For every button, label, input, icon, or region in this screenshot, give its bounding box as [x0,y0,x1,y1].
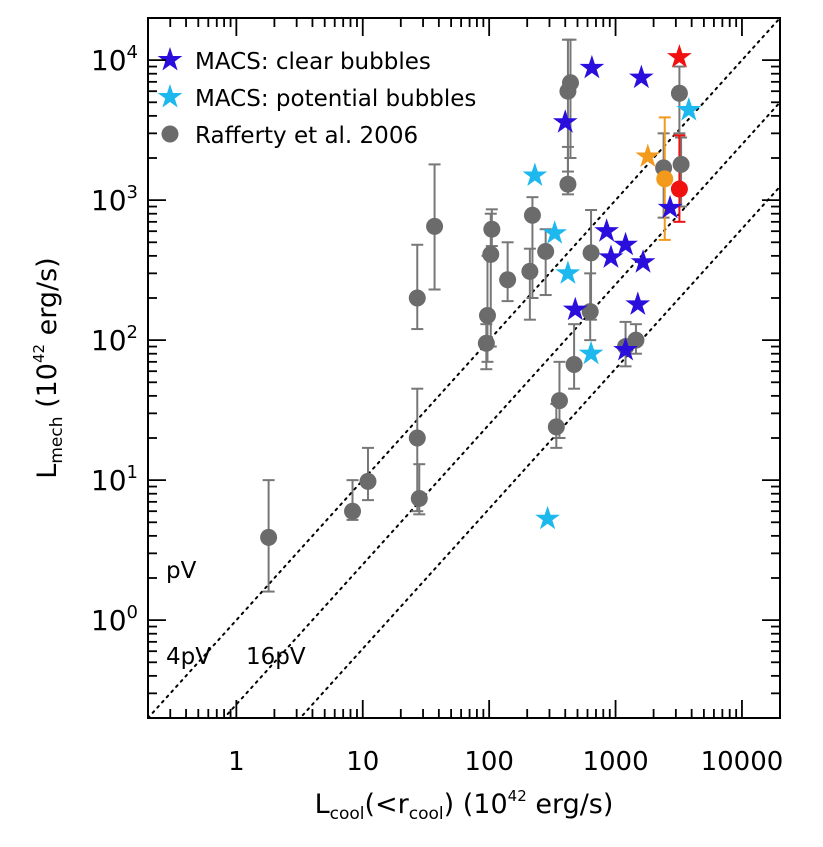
data-point-star [676,97,702,121]
data-point-star [522,162,548,187]
data-point-circle [499,271,517,289]
data-point-circle [260,528,278,546]
y-tick-exponent: 0 [127,602,138,623]
data-points [260,44,702,546]
plot-frame [147,17,781,719]
legend-marker-star [157,84,183,108]
y-tick-base: 10 [91,44,127,77]
data-point-circle [483,220,501,238]
data-point-star [630,249,656,273]
data-point-circle [537,242,555,260]
data-point-circle [565,355,583,373]
reference-line-labels: pV 4pV 16pV [166,558,306,670]
data-point-star [535,505,560,530]
data-point-circle [561,74,579,92]
y-tick-base: 10 [91,464,127,497]
ref-label-4pv: 4pV [166,644,211,670]
x-tick-label: 1000 [582,747,648,777]
ref-label-16pv: 16pV [246,644,306,670]
y-tick-base: 10 [91,184,127,217]
data-point-circle [477,334,495,352]
x-tick-labels: 1 10 100 1000 10000 [228,747,783,777]
data-point-star [598,244,624,268]
data-point-star [555,260,581,284]
y-tick-exponent: 1 [127,462,138,483]
data-point-circle [482,245,500,263]
data-point-star [628,64,654,89]
x-tick-label: 10000 [701,747,784,777]
axis-ticks [147,17,781,719]
data-point-circle [670,84,688,102]
data-point-star [594,218,619,242]
y-tick-label: 102 [91,322,138,357]
data-point-star [552,109,578,133]
data-point-circle [656,170,674,188]
data-point-circle [410,489,428,507]
legend-marker-star [157,47,183,71]
y-tick-exponent: 4 [127,42,138,63]
y-tick-base: 10 [91,604,127,637]
y-tick-label: 103 [91,182,138,217]
data-point-circle [672,155,690,173]
data-point-circle [550,392,568,410]
legend-label: MACS: clear bubbles [195,49,431,75]
ref-line-2 [298,185,780,718]
x-tick-label: 100 [464,747,514,777]
x-tick-label: 1 [228,747,245,777]
data-point-circle [582,244,600,262]
y-tick-label: 101 [91,462,138,497]
data-point-star [542,220,568,244]
data-point-circle [521,262,539,280]
data-point-star [562,296,588,321]
data-point-star [613,231,638,256]
y-tick-label: 100 [91,602,138,637]
ref-line-1 [222,101,780,718]
legend-marker-circle [161,125,179,143]
y-tick-label: 104 [91,42,138,77]
data-point-circle [581,303,599,321]
data-point-star [667,44,692,68]
legend-label: MACS: potential bubbles [195,86,476,112]
data-point-circle [547,418,565,436]
data-point-star [625,291,651,315]
data-point-circle [627,331,645,349]
data-point-star [657,194,683,219]
data-point-circle [408,289,426,307]
data-point-circle [344,502,362,520]
data-point-circle [408,429,426,447]
y-tick-exponent: 3 [127,182,138,203]
data-point-star [578,340,604,365]
data-point-star [635,143,661,168]
ref-label-pv: pV [166,558,197,584]
data-point-circle [670,180,688,198]
data-point-circle [359,472,377,490]
y-tick-base: 10 [91,324,127,357]
data-point-circle [478,306,496,324]
data-point-circle [426,217,444,235]
data-point-star [613,337,638,361]
y-tick-exponent: 2 [127,322,138,343]
x-tick-label: 10 [346,747,379,777]
y-axis-label: Lmech (1042 erg/s) [30,257,67,478]
data-point-star [579,54,605,79]
x-axis-label: Lcool(<rcool) (1042 erg/s) [315,787,614,824]
data-point-circle [523,206,541,224]
data-point-circle [559,175,577,193]
legend-label: Rafferty et al. 2006 [195,123,418,149]
